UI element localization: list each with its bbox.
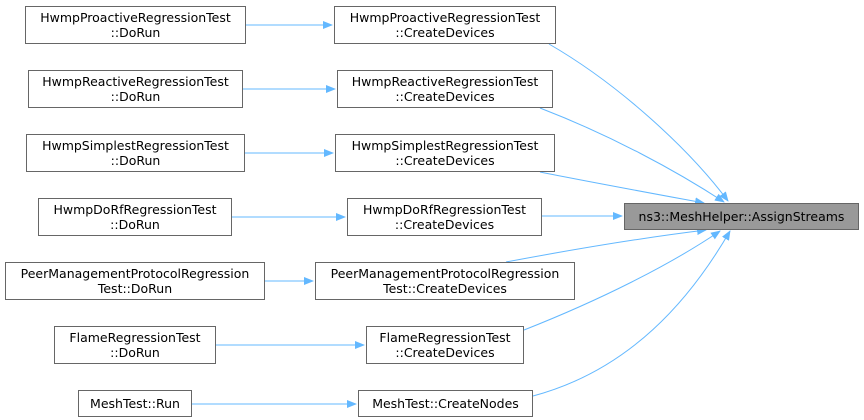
edge-flame-create-to-target	[523, 230, 721, 331]
node-label-line1: HwmpSimplestRegressionTest	[351, 138, 539, 153]
node-label-line2: Test::CreateDevices	[383, 281, 507, 296]
caller-node-hwmp-reactive-create-devices[interactable]: HwmpReactiveRegressionTest ::CreateDevic…	[337, 70, 553, 108]
caller-node-flame-create-devices[interactable]: FlameRegressionTest ::CreateDevices	[366, 326, 524, 364]
edge-meshtest-create-to-target	[532, 230, 731, 397]
root-node-hwmp-simplest-do-run[interactable]: HwmpSimplestRegressionTest ::DoRun	[26, 134, 245, 172]
node-label-line2: ::CreateDevices	[395, 345, 495, 360]
root-node-peer-management-do-run[interactable]: PeerManagementProtocolRegression Test::D…	[5, 262, 265, 300]
node-label-line1: PeerManagementProtocolRegression	[330, 266, 560, 281]
root-node-hwmp-proactive-do-run[interactable]: HwmpProactiveRegressionTest ::DoRun	[25, 6, 246, 44]
target-node-label: ns3::MeshHelper::AssignStreams	[638, 209, 845, 224]
caller-node-hwmp-dorf-create-devices[interactable]: HwmpDoRfRegressionTest ::CreateDevices	[347, 198, 542, 236]
target-node-assign-streams: ns3::MeshHelper::AssignStreams	[624, 203, 859, 230]
root-node-flame-do-run[interactable]: FlameRegressionTest ::DoRun	[54, 326, 216, 364]
node-label-line1: HwmpSimplestRegressionTest	[42, 138, 229, 153]
root-node-hwmp-dorf-do-run[interactable]: HwmpDoRfRegressionTest ::DoRun	[38, 198, 232, 236]
node-label-line2: ::DoRun	[110, 89, 161, 104]
node-label-line1: HwmpDoRfRegressionTest	[362, 202, 527, 217]
caller-node-hwmp-proactive-create-devices[interactable]: HwmpProactiveRegressionTest ::CreateDevi…	[334, 6, 556, 44]
node-label-line2: Test::DoRun	[97, 281, 173, 296]
edge-proactive-create-to-target	[548, 43, 729, 202]
node-label-line1: HwmpReactiveRegressionTest	[351, 74, 539, 89]
root-node-hwmp-reactive-do-run[interactable]: HwmpReactiveRegressionTest ::DoRun	[28, 70, 243, 108]
caller-node-peer-management-create-devices[interactable]: PeerManagementProtocolRegression Test::C…	[315, 262, 575, 300]
node-label-line1: FlameRegressionTest	[379, 330, 511, 345]
node-label-line1: HwmpReactiveRegressionTest	[42, 74, 229, 89]
node-label-line2: ::DoRun	[110, 345, 160, 360]
node-label-line2: ::DoRun	[110, 217, 160, 232]
edge-simplest-create-to-target	[539, 171, 705, 206]
node-label-line1: MeshTest::CreateNodes	[372, 396, 519, 411]
node-label-line1: HwmpProactiveRegressionTest	[40, 10, 231, 25]
node-label-line2: ::CreateDevices	[395, 153, 495, 168]
caller-node-hwmp-simplest-create-devices[interactable]: HwmpSimplestRegressionTest ::CreateDevic…	[335, 134, 555, 172]
node-label-line1: FlameRegressionTest	[69, 330, 201, 345]
root-node-mesh-test-run[interactable]: MeshTest::Run	[78, 390, 192, 417]
edge-reactive-create-to-target	[539, 107, 725, 203]
node-label-line1: PeerManagementProtocolRegression	[20, 266, 250, 281]
node-label-line1: HwmpDoRfRegressionTest	[53, 202, 217, 217]
node-label-line2: ::CreateDevices	[395, 89, 495, 104]
node-label-line2: ::DoRun	[110, 25, 161, 40]
node-label-line1: HwmpProactiveRegressionTest	[349, 10, 541, 25]
node-label-line1: MeshTest::Run	[90, 396, 180, 411]
node-label-line2: ::CreateDevices	[394, 217, 495, 232]
node-label-line2: ::CreateDevices	[395, 25, 495, 40]
edge-peer-create-to-target	[505, 227, 707, 263]
caller-node-mesh-test-create-nodes[interactable]: MeshTest::CreateNodes	[358, 390, 533, 417]
node-label-line2: ::DoRun	[110, 153, 161, 168]
